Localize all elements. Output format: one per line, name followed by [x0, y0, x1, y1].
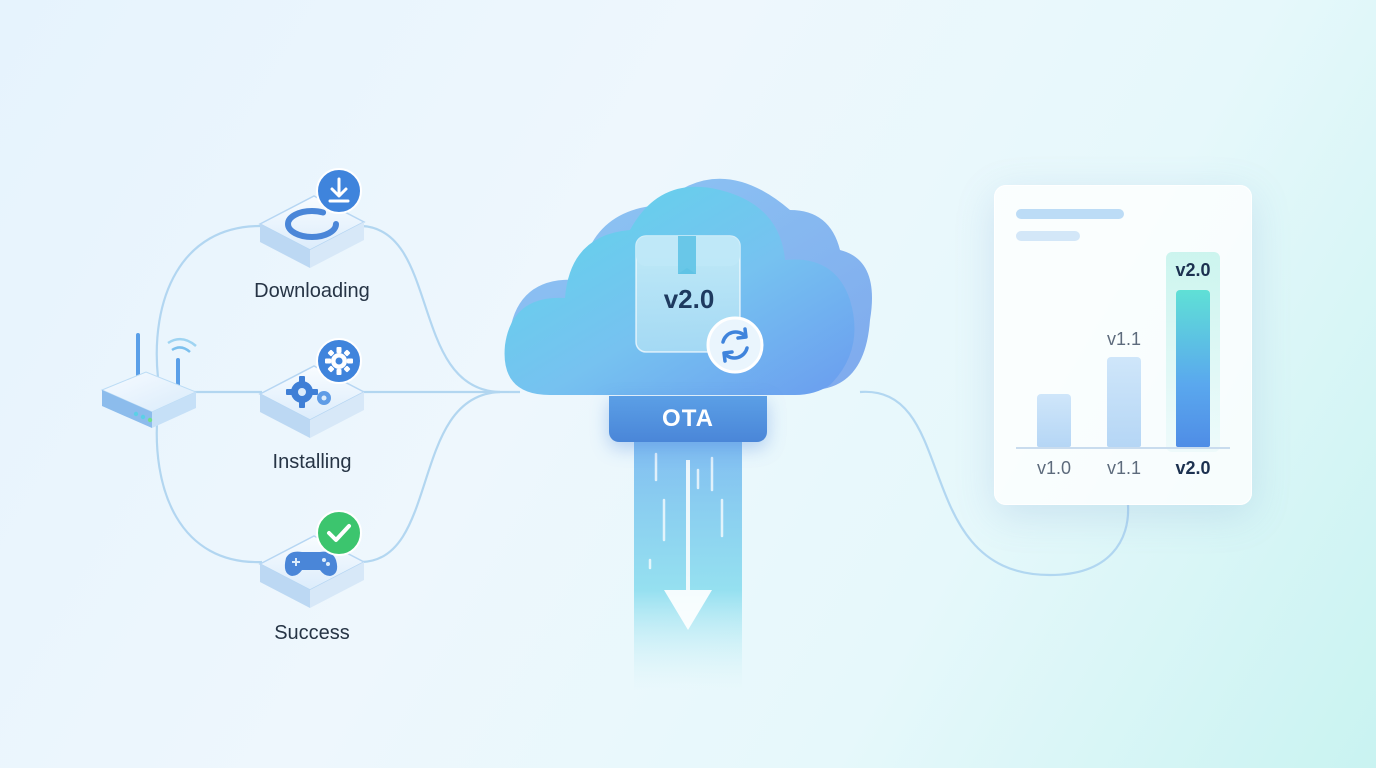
card-placeholder-line: [1016, 209, 1124, 219]
download-stream: [634, 440, 742, 690]
tick-label: v2.0: [1175, 458, 1211, 478]
card-placeholder-line-2: [1016, 231, 1080, 241]
gear-icon: [316, 338, 362, 384]
tick-label: v1.1: [1106, 458, 1142, 478]
gears-icon: [286, 376, 331, 408]
package-version: v2.0: [663, 284, 715, 314]
tick-label: v1.0: [1036, 458, 1072, 478]
bar-v1-1: [1107, 357, 1141, 447]
sync-icon: [706, 316, 764, 374]
installing-label: Installing: [272, 451, 352, 473]
cloud-icon: [504, 178, 872, 395]
router-icon: [100, 333, 198, 428]
progress-ring-icon: [285, 208, 339, 240]
gamepad-icon: [284, 551, 338, 576]
chart-axis: [1016, 447, 1230, 449]
download-icon: [316, 168, 362, 214]
success-label: Success: [274, 622, 350, 644]
bar-top-label: v2.0: [1175, 260, 1211, 281]
down-arrow-icon: [664, 460, 712, 630]
bar-v2-0: [1176, 290, 1210, 447]
downloading-label: Downloading: [254, 280, 370, 302]
check-icon: [316, 510, 362, 556]
bar-v1-0: [1037, 394, 1071, 447]
bar-top-label: v1.1: [1106, 329, 1142, 350]
ota-banner: OTA: [609, 396, 767, 442]
